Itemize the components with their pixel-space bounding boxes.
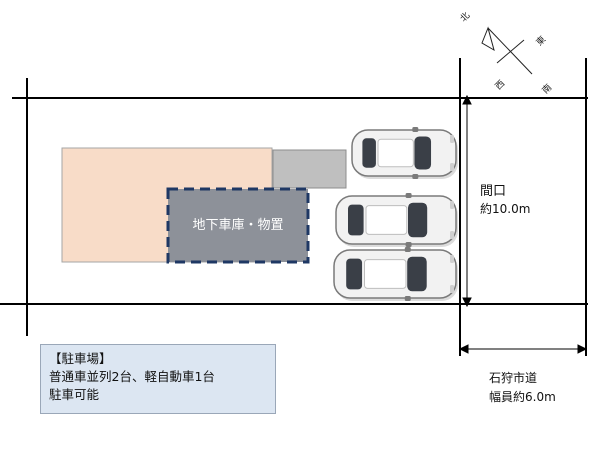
dimension-arrow-icon [462, 94, 472, 105]
car-icon [333, 247, 458, 301]
parking-note-line1: 普通車並列2台、軽自動車1台 [49, 369, 215, 384]
car-icon [335, 193, 458, 247]
compass-icon [481, 26, 533, 75]
basement-garage [166, 187, 310, 264]
dimension-arrow-icon [462, 297, 472, 308]
road-name: 石狩市道 [489, 371, 538, 385]
parking-note-title: 【駐車場】 [49, 351, 112, 366]
parking-note-line2: 駐車可能 [49, 387, 100, 402]
road-width: 幅員約6.0m [489, 390, 556, 404]
road-width-dimension [458, 344, 588, 354]
car-icon [351, 127, 458, 179]
frontage-width: 約10.0m [480, 202, 531, 216]
frontage-label: 間口 [480, 184, 507, 199]
basement-garage-label: 地下車庫・物置 [192, 218, 284, 233]
parking-note: 【駐車場】 普通車並列2台、軽自動車1台 駐車可能 [40, 344, 276, 414]
frontage-dimension [462, 94, 472, 308]
dimension-arrow-icon [577, 344, 588, 354]
dimension-arrow-icon [458, 344, 469, 354]
outbuilding [272, 149, 347, 189]
